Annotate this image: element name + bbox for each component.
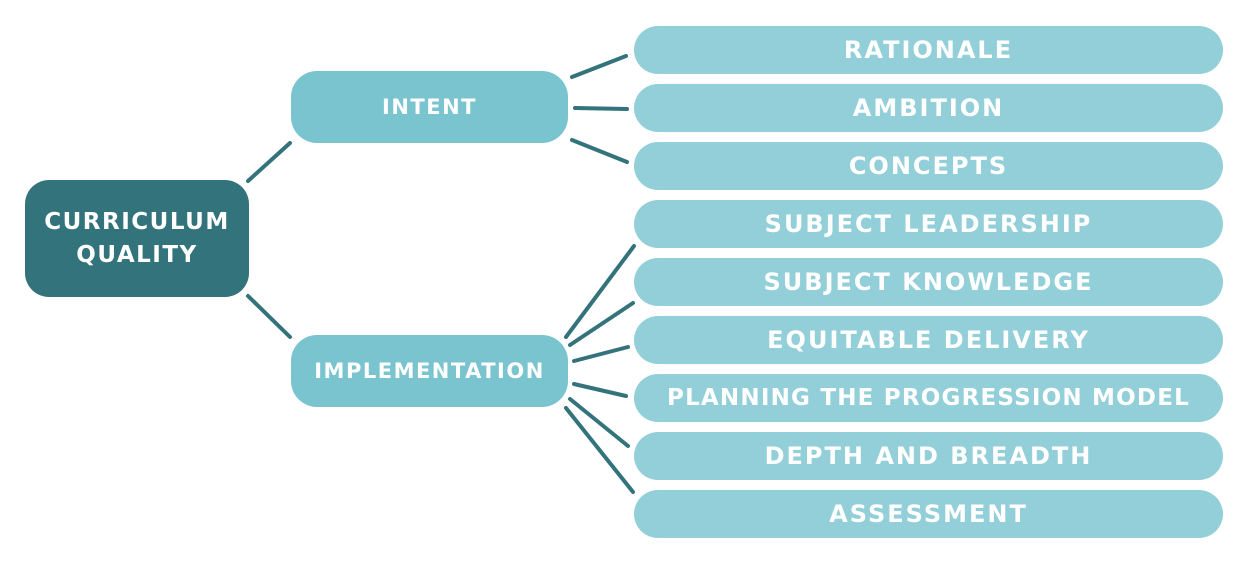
- connector-implementation-subject-leadership: [564, 244, 636, 339]
- root-label-line-1: CURRICULUM: [44, 208, 230, 235]
- leaf-node-depth-and-breadth: DEPTH AND BREADTH: [634, 432, 1223, 480]
- leaf-node-ambition: AMBITION: [634, 84, 1223, 132]
- leaf-node-subject-leadership: SUBJECT LEADERSHIP: [634, 200, 1223, 248]
- connector-root-implementation: [246, 294, 292, 339]
- leaf-node-planning-the-progression-model: PLANNING THE PROGRESSION MODEL: [634, 374, 1223, 422]
- connector-root-intent: [246, 141, 292, 183]
- connector-implementation-assessment: [564, 406, 635, 494]
- connector-implementation-planning: [572, 382, 628, 398]
- branch-node-intent: INTENT: [291, 71, 568, 143]
- leaf-node-assessment: ASSESSMENT: [634, 490, 1223, 538]
- leaf-node-rationale: RATIONALE: [634, 26, 1223, 74]
- connector-intent-ambition: [573, 106, 629, 111]
- connector-implementation-subject-knowledge: [568, 301, 635, 347]
- connector-intent-concepts: [570, 138, 629, 164]
- leaf-node-equitable-delivery: EQUITABLE DELIVERY: [634, 316, 1223, 364]
- root-label-line-2: QUALITY: [76, 241, 198, 268]
- leaf-node-concepts: CONCEPTS: [634, 142, 1223, 190]
- leaf-node-subject-knowledge: SUBJECT KNOWLEDGE: [634, 258, 1223, 306]
- root-node-curriculum-quality: CURRICULUM QUALITY: [25, 180, 249, 297]
- branch-node-implementation: IMPLEMENTATION: [291, 335, 568, 407]
- connector-implementation-equitable-delivery: [572, 345, 630, 363]
- connector-intent-rationale: [570, 54, 628, 79]
- connector-implementation-depth-breadth: [568, 397, 630, 448]
